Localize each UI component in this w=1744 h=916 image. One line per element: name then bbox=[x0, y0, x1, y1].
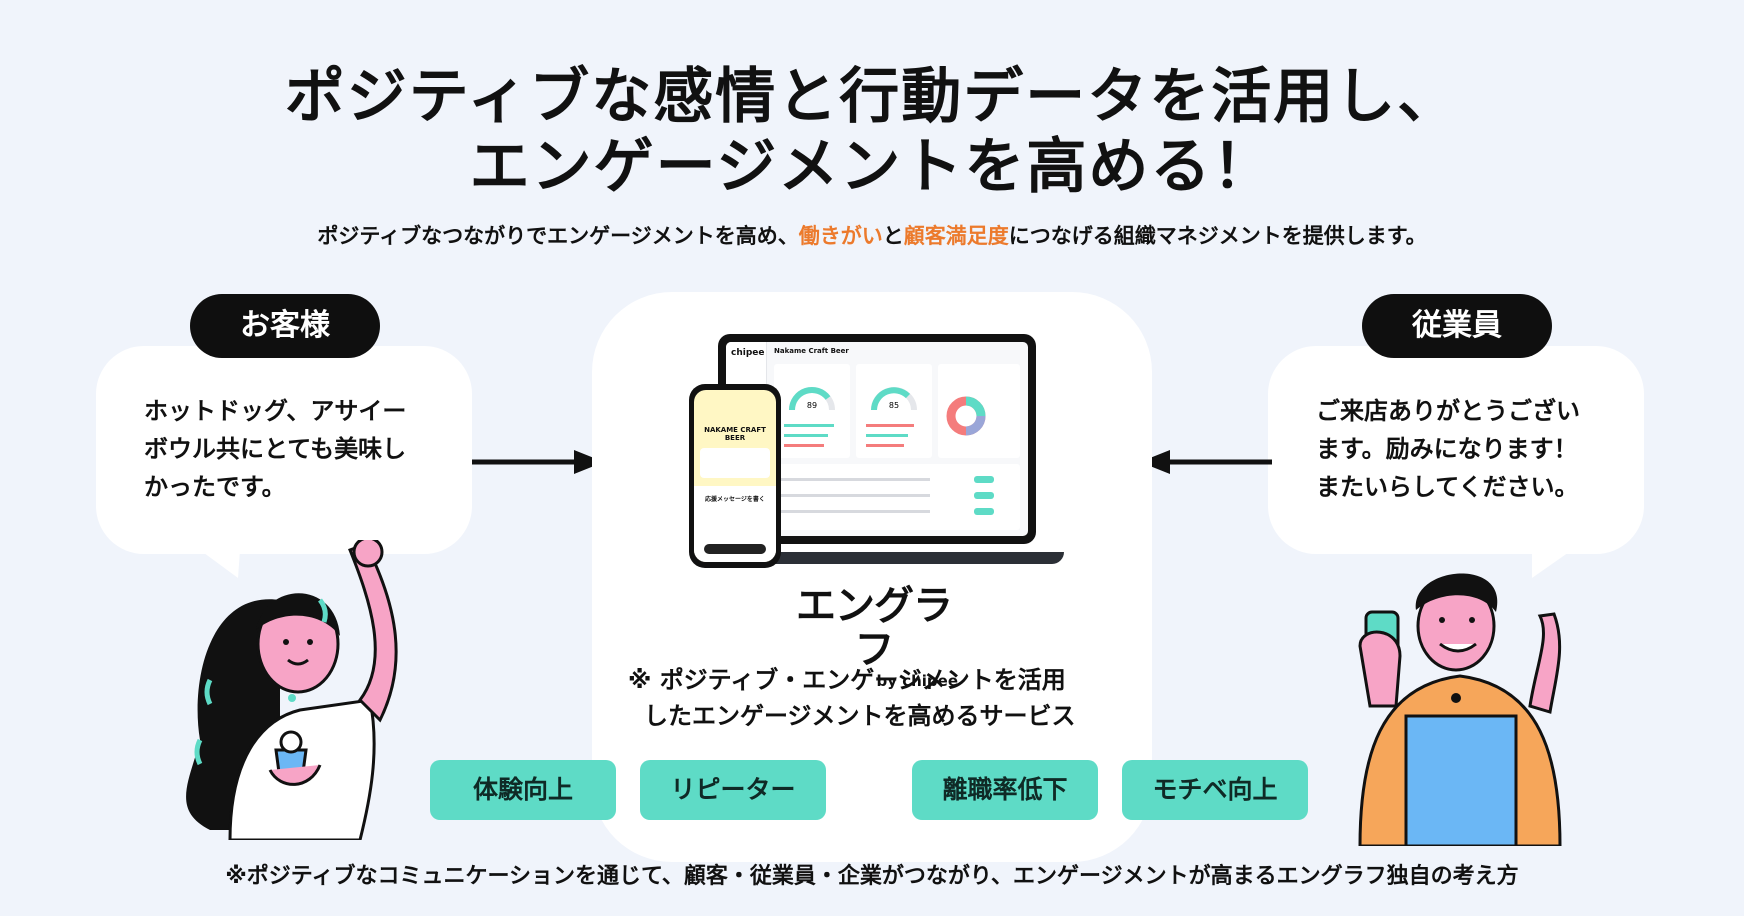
engraph-logo: エングラフ by chipee bbox=[790, 584, 958, 690]
arrow-left-icon bbox=[1140, 450, 1272, 474]
subtitle-part1: ポジティブなつながりでエンゲージメントを高め、 bbox=[317, 224, 799, 248]
employee-message-line: ます。励みになります！ bbox=[1316, 435, 1578, 463]
footnote: ※ポジティブなコミュニケーションを通じて、顧客・従業員・企業がつながり、エンゲー… bbox=[225, 864, 1519, 889]
phone-form: 応援メッセージを書く bbox=[694, 486, 776, 562]
customer-speech-bubble: ホットドッグ、アサイー ボウル共にとても美味し かったです。 bbox=[96, 346, 472, 554]
logo-byline: by chipee bbox=[876, 672, 958, 690]
employee-message-line: またいらしてください。 bbox=[1316, 473, 1579, 501]
employee-bubble-tail bbox=[1532, 550, 1572, 578]
employee-speech-bubble: ご来店ありがとうござい ます。励みになります！ またいらしてください。 bbox=[1268, 346, 1644, 554]
headline-line2: エンゲージメントを高める！ bbox=[469, 132, 1275, 202]
gauge-value: 89 bbox=[807, 401, 817, 410]
score-card-2: 85 bbox=[856, 364, 932, 458]
phone-screen: NAKAME CRAFT BEER 応援メッセージを書く bbox=[694, 390, 776, 562]
customer-message-line: ホットドッグ、アサイー bbox=[144, 397, 407, 425]
message-table bbox=[774, 464, 1020, 530]
headline-line1: ポジティブな感情と行動データを活用し、 bbox=[284, 62, 1460, 132]
phone-card bbox=[700, 448, 770, 478]
customer-woman-illustration bbox=[186, 540, 398, 840]
donut-chart bbox=[946, 396, 986, 436]
subtitle-part2: と bbox=[882, 224, 904, 248]
phone-compose-button[interactable]: 応援メッセージを書く bbox=[705, 496, 765, 503]
gauge-value: 85 bbox=[889, 401, 899, 410]
subtitle-highlight-satisfaction: 顧客満足度 bbox=[903, 224, 1009, 248]
laptop-base bbox=[690, 552, 1064, 564]
service-description-line2: したエンゲージメントを高めるサービス bbox=[644, 702, 1076, 730]
employee-message-line: ご来店ありがとうござい bbox=[1316, 397, 1580, 425]
dashboard-title: Nakame Craft Beer bbox=[774, 347, 849, 355]
employee-man-illustration bbox=[1358, 573, 1562, 846]
arrow-right-icon bbox=[472, 450, 604, 474]
customer-label: お客様 bbox=[190, 294, 380, 358]
customer-bubble-tail bbox=[200, 550, 240, 578]
message-rows bbox=[780, 476, 994, 515]
service-description-line1: ※ ポジティブ・エンゲージメントを活用 bbox=[628, 666, 1066, 694]
service-description: ※ ポジティブ・エンゲージメントを活用 したエンゲージメントを高めるサービス bbox=[628, 662, 1148, 734]
customer-message-line: ボウル共にとても美味し bbox=[144, 435, 407, 463]
gauge-chart: 89 bbox=[784, 387, 835, 447]
employee-label: 従業員 bbox=[1362, 294, 1552, 358]
subtitle-part3: につなげる組織マネジメントを提供します。 bbox=[1008, 224, 1427, 248]
tag-motivation-up: モチベ向上 bbox=[1122, 760, 1308, 820]
tag-repeater: リピーター bbox=[640, 760, 826, 820]
logo-wordmark: エングラフ bbox=[796, 583, 953, 673]
phone-title: NAKAME CRAFT BEER bbox=[704, 426, 766, 442]
subtitle: ポジティブなつながりでエンゲージメントを高め、働きがいと顧客満足度につなげる組織… bbox=[0, 220, 1744, 250]
gauge-chart: 85 bbox=[866, 387, 917, 447]
subtitle-highlight-workstyle: 働きがい bbox=[798, 224, 883, 248]
donut-card bbox=[938, 364, 1020, 458]
phone-mockup: NAKAME CRAFT BEER 応援メッセージを書く bbox=[689, 384, 781, 568]
score-card-1: 89 bbox=[774, 364, 850, 458]
customer-message-line: かったです。 bbox=[144, 473, 286, 501]
tag-experience-up: 体験向上 bbox=[430, 760, 616, 820]
app-brand: chipee bbox=[731, 348, 765, 358]
phone-submit-button[interactable] bbox=[704, 544, 766, 554]
tag-turnover-down: 離職率低下 bbox=[912, 760, 1098, 820]
